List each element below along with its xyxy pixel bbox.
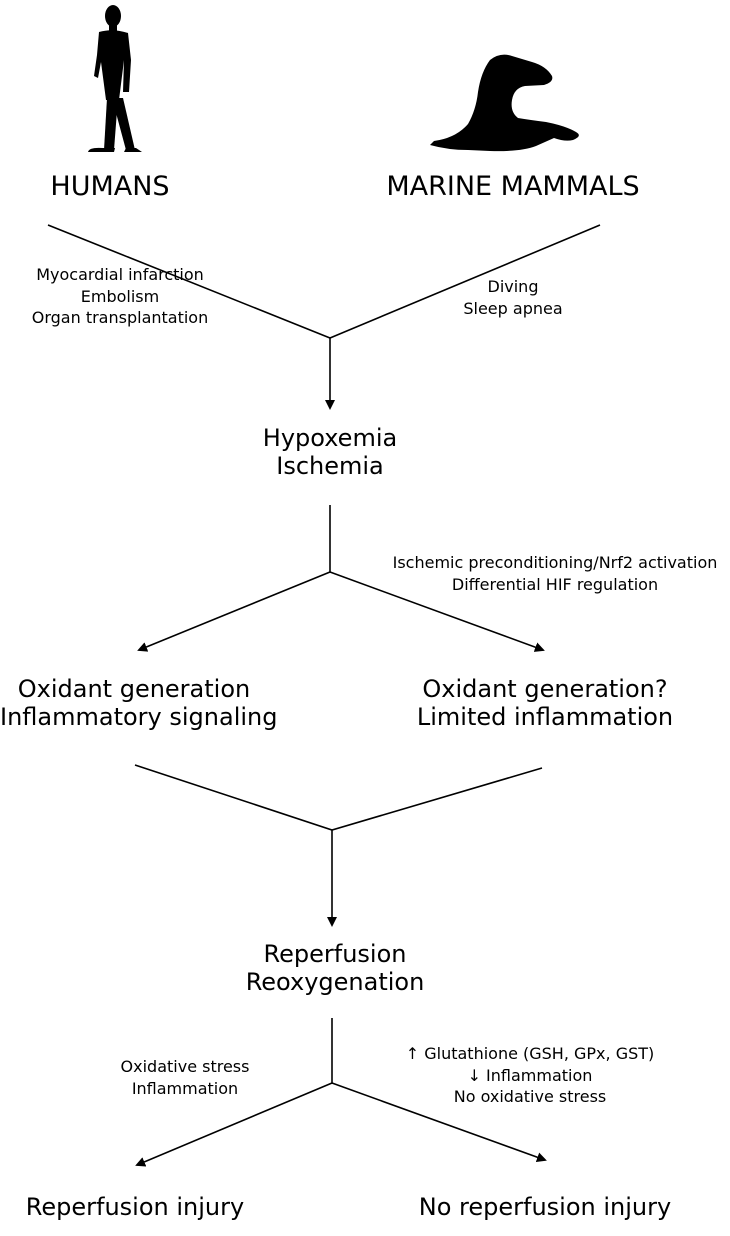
cause-organ-transplantation: Organ transplantation [31,308,209,328]
cause-embolism: Embolism [80,286,160,306]
preconditioning-notes: Ischemic preconditioning/Nrf2 activation… [390,552,720,595]
human-causes: Myocardial infarction Embolism Organ tra… [0,264,240,329]
nrf2-note: Ischemic preconditioning/Nrf2 activation [392,553,718,572]
hif-note: Differential HIF regulation [451,574,659,594]
sea-lion-silhouette-icon [430,54,579,152]
ischemia-label: Ischemia [276,452,384,481]
reperfusion-label: Reperfusion [263,940,407,968]
limited-inflammation-label: Limited inflammation [416,703,674,732]
humans-label: HUMANS [50,171,170,202]
human-reperfusion-notes: Oxidative stress Inflammation [100,1056,270,1099]
human-silhouette-icon [88,5,142,152]
cause-diving: Diving [487,277,539,296]
oxidant-generation-question-label: Oxidant generation? [422,675,668,703]
inflammatory-signaling-label: Inflammatory signaling [0,703,278,732]
inflammation-note: Inflammation [131,1078,239,1098]
no-reperfusion-injury-outcome: No reperfusion injury [418,1193,672,1221]
no-oxidative-stress-note: No oxidative stress [453,1087,607,1107]
marine-mammals-label: MARINE MAMMALS [386,171,640,202]
oxidant-generation-label: Oxidant generation [17,675,251,703]
reperfusion-reoxygenation: Reperfusion Reoxygenation [220,940,450,997]
oxidative-stress-note: Oxidative stress [120,1057,250,1076]
reoxygenation-label: Reoxygenation [245,968,425,997]
cause-myocardial-infarction: Myocardial infarction [36,265,204,284]
cause-sleep-apnea: Sleep apnea [463,298,563,318]
marine-oxidant-box: Oxidant generation? Limited inflammation [400,675,690,732]
glutathione-note: ↑ Glutathione (GSH, GPx, GST) [405,1044,655,1063]
reduced-inflammation-note: ↓ Inflammation [467,1065,593,1085]
reperfusion-injury-outcome: Reperfusion injury [25,1193,245,1221]
human-oxidant-box: Oxidant generation Inflammatory signalin… [0,675,278,732]
hypoxemia-label: Hypoxemia [262,424,398,452]
marine-causes: Diving Sleep apnea [438,276,588,319]
marine-reperfusion-notes: ↑ Glutathione (GSH, GPx, GST) ↓ Inflamma… [395,1043,665,1108]
hypoxemia-ischemia: Hypoxemia Ischemia [220,424,440,481]
connector-lines [47,224,601,1167]
